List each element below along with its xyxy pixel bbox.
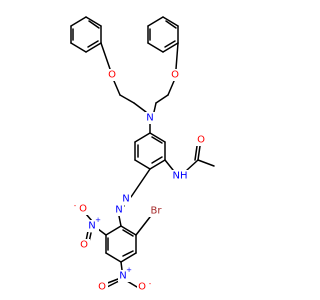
bond-line: [85, 42, 102, 53]
atom-n-azo-lower: N: [114, 204, 124, 216]
atom-o-nitro-bottom-minus: O -: [137, 280, 152, 293]
bond-line: [120, 261, 123, 271]
atom-o-carbonyl: O: [196, 134, 207, 146]
atom-n-nitro-left: N +: [87, 216, 101, 232]
atom-n-nitro-bottom: N +: [118, 266, 132, 282]
atom-o-nitro-left-double-label: O: [80, 240, 88, 251]
atom-n-azo-upper: N: [121, 193, 131, 205]
bond-line: [135, 216, 151, 236]
bond-line: [113, 80, 121, 96]
atom-n-azo-upper-label: N: [122, 194, 129, 205]
bond-line: [165, 20, 177, 29]
bond-line: [87, 40, 99, 48]
chemical-structure-canvas: O O N NH O N N: [70, 16, 215, 293]
bond-line: [164, 159, 174, 171]
molecule-drawing: O O N NH O N N: [70, 16, 215, 293]
bond-line: [155, 94, 169, 104]
atom-br: Br: [148, 205, 164, 217]
atom-o-nitro-left-minus: O -: [74, 202, 90, 215]
bond-line: [134, 132, 151, 143]
atom-n-amine: N: [145, 112, 156, 124]
bond-line: [122, 229, 134, 237]
atom-nh-amide: NH: [171, 170, 189, 182]
bond-line: [85, 213, 93, 222]
bond-line: [105, 225, 122, 236]
bond-line: [175, 42, 179, 70]
atom-nh-amide-label: NH: [173, 171, 188, 182]
bond-line: [130, 168, 151, 198]
atom-n-amine-label: N: [146, 113, 153, 124]
atom-o-nitro-left-minus-charge: -: [74, 202, 77, 210]
atom-o-nitro-bottom-minus-charge: -: [149, 280, 152, 288]
bond-line: [118, 215, 122, 227]
bond-line: [120, 252, 137, 263]
bond-line: [197, 145, 201, 161]
atom-n-nitro-left-charge: +: [95, 216, 101, 224]
bond-line: [70, 16, 87, 27]
bond-line: [106, 280, 120, 288]
bond-line: [88, 20, 100, 29]
bond-line: [151, 156, 163, 164]
bond-line: [164, 40, 176, 48]
bond-line: [134, 159, 151, 170]
bond-line: [100, 42, 111, 70]
bond-line: [197, 159, 215, 167]
bond-layer: [70, 16, 215, 288]
atom-o-nitro-bottom-double: O: [97, 281, 108, 293]
bond-line: [167, 80, 175, 96]
atom-n-nitro-bottom-label: N: [119, 271, 126, 282]
atom-o-nitro-left-minus-label: O: [79, 204, 87, 215]
bond-line: [119, 94, 135, 104]
atom-o-upper-right-label: O: [171, 70, 179, 81]
atom-o-upper-left: O: [107, 69, 118, 81]
bond-line: [70, 42, 87, 53]
bond-line: [186, 159, 199, 171]
atom-n-nitro-left-label: N: [88, 221, 95, 232]
bond-line: [133, 102, 147, 113]
bond-line: [162, 16, 179, 27]
bond-line: [97, 228, 107, 236]
atom-o-nitro-bottom-minus-label: O: [138, 282, 146, 293]
bond-line: [147, 42, 164, 53]
atom-o-carbonyl-label: O: [197, 135, 205, 146]
bond-line: [120, 225, 137, 236]
atom-n-azo-lower-label: N: [115, 205, 122, 216]
bond-line: [149, 159, 166, 170]
bond-line: [85, 16, 102, 27]
atom-o-nitro-bottom-double-label: O: [98, 282, 106, 293]
atom-br-label: Br: [151, 206, 163, 217]
bond-line: [149, 132, 166, 143]
bond-line: [151, 136, 163, 144]
bond-line: [162, 42, 179, 53]
atom-o-upper-left-label: O: [108, 70, 116, 81]
atom-o-nitro-left-double: O: [79, 239, 90, 251]
bond-line: [147, 16, 164, 27]
bond-line: [122, 250, 134, 257]
atom-o-upper-right: O: [170, 69, 181, 81]
bond-line: [194, 145, 198, 161]
bond-line: [105, 252, 122, 263]
bond-line: [153, 102, 157, 113]
atom-label-layer: O O N NH O N N: [74, 69, 207, 293]
atom-n-nitro-bottom-charge: +: [126, 266, 132, 274]
